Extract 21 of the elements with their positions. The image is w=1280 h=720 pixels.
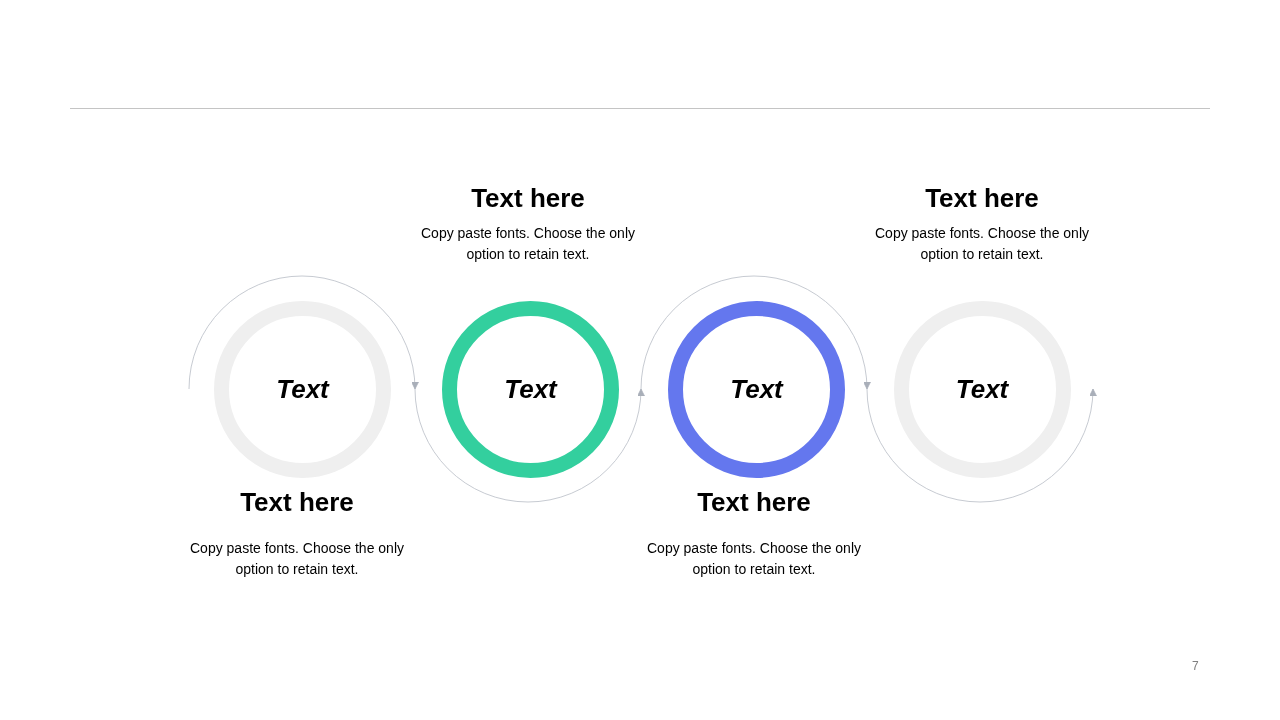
curved-arrow: [414, 388, 645, 503]
step-heading: Text here: [240, 487, 354, 517]
ring: [442, 300, 619, 478]
ring-label: Text: [955, 374, 1009, 404]
step-description: Copy paste fonts. Choose the only option to retain text.: [420, 223, 636, 264]
page-number: 7: [1192, 659, 1199, 673]
ring-label: Text: [504, 374, 557, 404]
ring: [214, 300, 391, 478]
ring-label: Text: [730, 374, 783, 404]
curved-arrow: [640, 275, 871, 390]
curved-arrow: [866, 388, 1097, 503]
ring-label: Text: [276, 374, 329, 404]
curved-arrow: [188, 275, 419, 390]
ring: [668, 300, 845, 478]
step-description: Copy paste fonts. Choose the only option to retain text.: [189, 538, 405, 579]
step-heading: Text here: [925, 183, 1039, 213]
step-description: Copy paste fonts. Choose the only option to retain text.: [646, 538, 862, 579]
step-heading: Text here: [697, 487, 811, 517]
step-heading: Text here: [471, 183, 585, 213]
ring: [893, 300, 1071, 478]
step-description: Copy paste fonts. Choose the only option to retain text.: [874, 223, 1090, 264]
